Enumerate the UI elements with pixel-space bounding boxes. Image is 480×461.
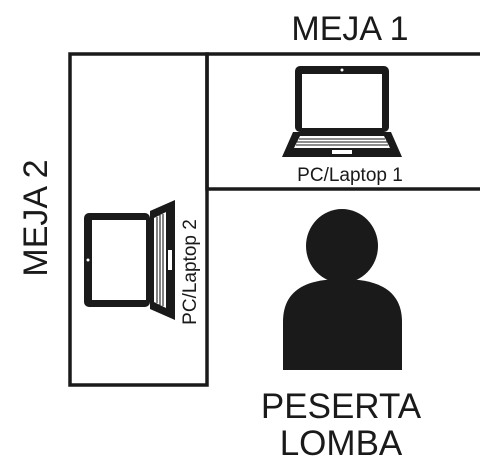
desk-2-label: MEJA 2: [17, 159, 55, 276]
desk-1-label: MEJA 1: [291, 10, 408, 48]
participant-label-line1: PESERTA: [261, 387, 422, 426]
desk-2: [68, 52, 209, 387]
person-icon: [283, 209, 402, 370]
laptop-2-label: PC/Laptop 2: [180, 219, 201, 325]
laptop-icon: [84, 200, 175, 320]
laptop-icon: [282, 66, 402, 157]
laptop-1-label: PC/Laptop 1: [297, 165, 403, 186]
participant-label-line2: LOMBA: [280, 424, 403, 461]
